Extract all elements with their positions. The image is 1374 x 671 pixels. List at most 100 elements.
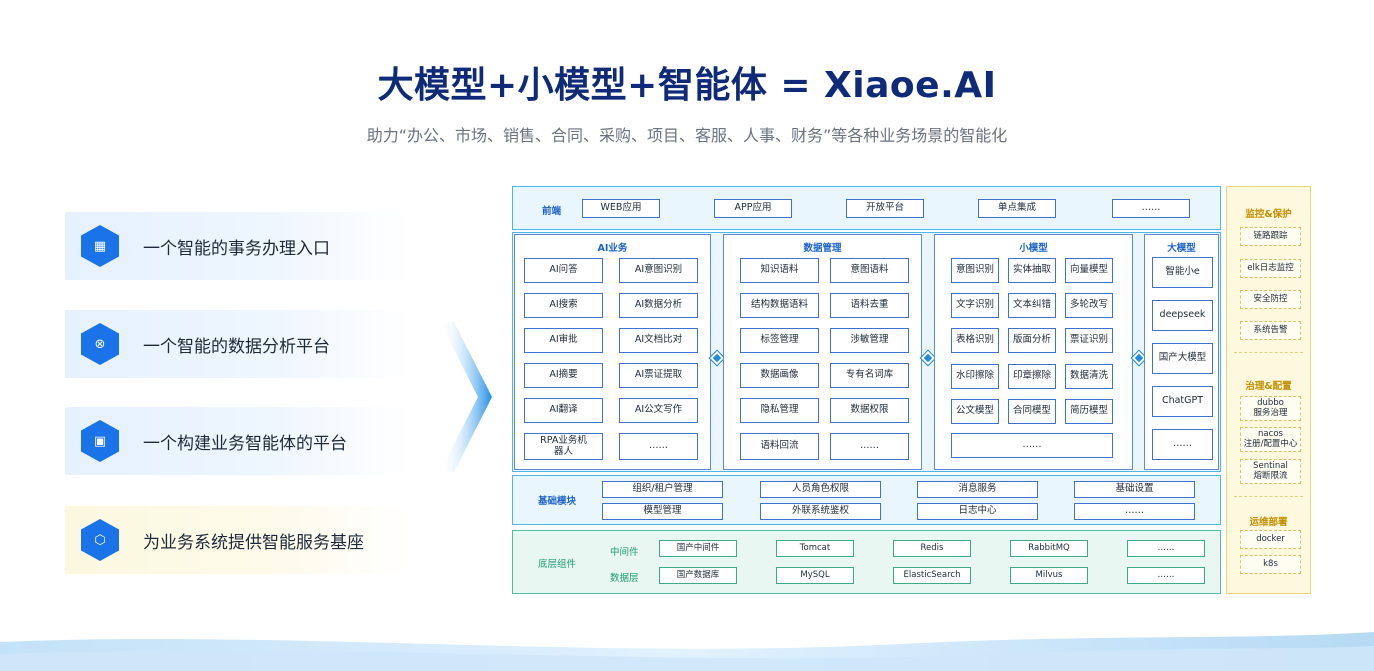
govern-item: nacos 注册/配置中心 (1240, 427, 1301, 452)
data-mgmt-item: 涉敏管理 (830, 328, 909, 353)
data-layer-item: MySQL (776, 567, 854, 584)
data-mgmt-item: 意图语料 (830, 258, 909, 283)
frontend-item: …… (1112, 199, 1190, 218)
govern-item-title: nacos (1258, 428, 1283, 439)
feature-label: 一个智能的事务办理入口 (143, 238, 330, 259)
monitor-label: 监控&保护 (1245, 209, 1292, 220)
frontend-item: 单点集成 (978, 199, 1056, 218)
data-mgmt-item: 结构数据语料 (740, 293, 819, 318)
data-layer-item: …… (1127, 567, 1205, 584)
small-model-item: 版面分析 (1008, 328, 1056, 353)
feature-item: ⊗ 一个智能的数据分析平台 (65, 310, 410, 378)
small-model-item: 合同模型 (1008, 399, 1056, 424)
monitor-item: 安全防控 (1240, 290, 1301, 309)
large-model-item: …… (1152, 429, 1213, 460)
data-mgmt-item: 专有名词库 (830, 363, 909, 388)
data-mgmt-item: 隐私管理 (740, 398, 819, 423)
divider (1234, 352, 1303, 353)
data-layer-label: 数据层 (610, 573, 639, 584)
govern-item: dubbo 服务治理 (1240, 396, 1301, 421)
chevron-right-icon (440, 322, 492, 472)
small-model-item: 简历模型 (1065, 399, 1113, 424)
feature-label: 一个智能的数据分析平台 (143, 336, 330, 357)
ops-column-panel (1226, 186, 1311, 594)
small-model-item: 文字识别 (951, 293, 999, 318)
monitor-item: elk日志监控 (1240, 259, 1301, 278)
monitor-item: 链路跟踪 (1240, 227, 1301, 246)
feature-item: ⬡ 为业务系统提供智能服务基座 (65, 506, 410, 574)
ai-business-label: AI业务 (597, 243, 628, 254)
large-model-label: 大模型 (1167, 243, 1196, 254)
small-model-item: 多轮改写 (1065, 293, 1113, 318)
govern-item-title: Sentinal (1253, 460, 1288, 471)
ai-business-item: …… (619, 433, 698, 460)
small-model-item: 数据清洗 (1065, 364, 1113, 389)
govern-item-desc: 注册/配置中心 (1243, 438, 1298, 449)
small-model-item: 水印擦除 (951, 364, 999, 389)
orbit-icon: ⊗ (81, 323, 119, 365)
small-model-item: 文本纠错 (1008, 293, 1056, 318)
bottom-components-panel (512, 530, 1221, 594)
base-module-item: 消息服务 (917, 481, 1038, 498)
small-model-item: 向量模型 (1065, 258, 1113, 283)
base-module-item: 外联系统鉴权 (760, 503, 881, 520)
cube-icon: ⬡ (81, 519, 119, 561)
ai-business-item: AI文档比对 (619, 328, 698, 353)
middleware-item: Tomcat (776, 540, 854, 557)
small-model-item: 公文模型 (951, 399, 999, 424)
data-mgmt-label: 数据管理 (803, 243, 842, 254)
ai-business-item: AI票证提取 (619, 363, 698, 388)
large-model-item: 智能小e (1152, 257, 1213, 288)
ai-business-item: AI审批 (524, 328, 603, 353)
middleware-item: 国产中间件 (659, 540, 737, 557)
large-model-item: deepseek (1152, 300, 1213, 331)
data-mgmt-item: 标签管理 (740, 328, 819, 353)
govern-item-desc: 服务治理 (1253, 407, 1288, 418)
data-mgmt-item: 语料回流 (740, 433, 819, 460)
divider (1234, 496, 1303, 497)
data-mgmt-item: 数据画像 (740, 363, 819, 388)
small-model-item: 意图识别 (951, 258, 999, 283)
ai-business-item: AI意图识别 (619, 258, 698, 283)
data-mgmt-item: 数据权限 (830, 398, 909, 423)
frontend-item: 开放平台 (846, 199, 924, 218)
page-subtitle: 助力“办公、市场、销售、合同、采购、项目、客服、人事、财务”等各种业务场景的智能… (366, 126, 1008, 145)
middleware-label: 中间件 (610, 547, 639, 558)
middleware-item: Redis (893, 540, 971, 557)
monitor-item: 系统告警 (1240, 321, 1301, 340)
agent-icon: ▣ (81, 420, 119, 462)
small-model-label: 小模型 (1019, 243, 1048, 254)
grid-icon: ▦ (81, 225, 119, 267)
ai-business-item: AI摘要 (524, 363, 603, 388)
large-model-item: 国产大模型 (1152, 343, 1213, 374)
govern-item-desc: 熔断限流 (1253, 470, 1288, 481)
small-model-item: 实体抽取 (1008, 258, 1056, 283)
small-model-item: 表格识别 (951, 328, 999, 353)
base-module-item: 基础设置 (1074, 481, 1195, 498)
ai-business-item: AI翻译 (524, 398, 603, 423)
data-layer-item: 国产数据库 (659, 567, 737, 584)
ops-item: k8s (1240, 555, 1301, 574)
frontend-label: 前端 (542, 206, 562, 217)
large-model-item: ChatGPT (1152, 386, 1213, 417)
middleware-item: …… (1127, 540, 1205, 557)
feature-label: 一个构建业务智能体的平台 (143, 433, 347, 454)
ai-business-item: AI问答 (524, 258, 603, 283)
govern-label: 治理&配置 (1245, 381, 1292, 392)
base-module-item: …… (1074, 503, 1195, 520)
base-module-item: 日志中心 (917, 503, 1038, 520)
page-title: 大模型+小模型+智能体 = Xiaoe.AI (377, 65, 997, 106)
data-layer-item: ElasticSearch (893, 567, 971, 584)
feature-label: 为业务系统提供智能服务基座 (143, 532, 364, 553)
base-module-item: 人员角色权限 (760, 481, 881, 498)
ops-item: docker (1240, 530, 1301, 549)
small-model-item: 票证识别 (1065, 328, 1113, 353)
ai-business-item: RPA业务机器人 (524, 433, 603, 460)
govern-item-title: dubbo (1257, 397, 1284, 408)
frontend-item: APP应用 (714, 199, 792, 218)
ops-label: 运维部署 (1249, 517, 1288, 528)
small-model-item: 印章擦除 (1008, 364, 1056, 389)
feature-item: ▣ 一个构建业务智能体的平台 (65, 407, 410, 475)
frontend-item: WEB应用 (582, 199, 660, 218)
feature-item: ▦ 一个智能的事务办理入口 (65, 212, 410, 280)
